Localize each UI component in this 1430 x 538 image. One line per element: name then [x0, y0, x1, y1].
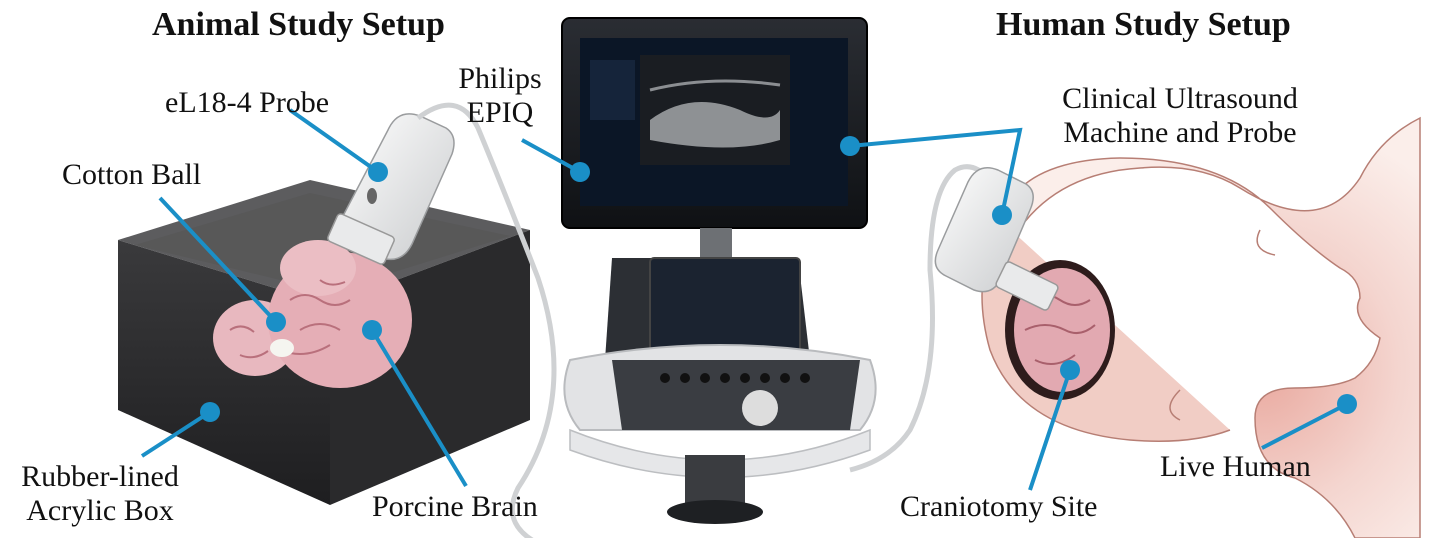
callout-clinical-line	[849, 127, 1023, 216]
live-human-label: Live Human	[1160, 450, 1311, 483]
acrylic-box-label: Rubber-lined Acrylic Box	[2, 460, 198, 528]
callout-craniotomy-dot	[1060, 360, 1080, 380]
clinical-label-line2: Machine and Probe	[1063, 116, 1297, 149]
callout-philips-dot	[570, 162, 590, 182]
philips-epiq-label: Philips EPIQ	[440, 62, 560, 130]
clinical-label-line1: Clinical Ultrasound	[1062, 82, 1298, 115]
callout-lines	[140, 108, 1348, 491]
callout-porcine-line	[370, 328, 468, 488]
philips-label-line1: Philips	[458, 62, 542, 95]
human-probe-cable	[849, 164, 992, 473]
callout-porcine-dot	[362, 320, 382, 340]
clinical-probe-illustration	[934, 167, 1059, 311]
callout-box-line	[140, 410, 212, 458]
callout-live-human-dot	[1337, 394, 1357, 414]
box-label-line1: Rubber-lined	[21, 460, 179, 493]
callout-probe-dot	[368, 162, 388, 182]
animal-study-title: Animal Study Setup	[152, 6, 445, 43]
callout-philips-line	[521, 138, 581, 174]
callout-clinical-dot	[840, 136, 860, 156]
craniotomy-site-label: Craniotomy Site	[900, 490, 1098, 523]
callout-box-dot	[200, 402, 220, 422]
porcine-brain-label: Porcine Brain	[372, 490, 538, 523]
callout-clinical-probe-dot	[992, 205, 1012, 225]
philips-label-line2: EPIQ	[466, 96, 534, 129]
el18-4-probe-label: eL18-4 Probe	[165, 86, 330, 119]
callout-live-human-line	[1261, 402, 1348, 450]
callout-dots	[200, 136, 1357, 422]
ultrasound-machine-illustration	[561, 17, 877, 524]
callout-probe-line	[288, 108, 380, 174]
callout-cotton-line	[158, 196, 278, 324]
cotton-ball-illustration	[270, 339, 294, 357]
cotton-ball-label: Cotton Ball	[62, 158, 202, 191]
animal-probe-cable	[416, 102, 557, 538]
box-label-line2: Acrylic Box	[26, 494, 174, 527]
callout-craniotomy-line	[1028, 369, 1072, 491]
el18-4-probe-illustration	[327, 113, 455, 265]
human-study-title: Human Study Setup	[996, 6, 1291, 43]
callout-cotton-dot	[266, 312, 286, 332]
clinical-ultrasound-label: Clinical Ultrasound Machine and Probe	[1030, 82, 1330, 150]
